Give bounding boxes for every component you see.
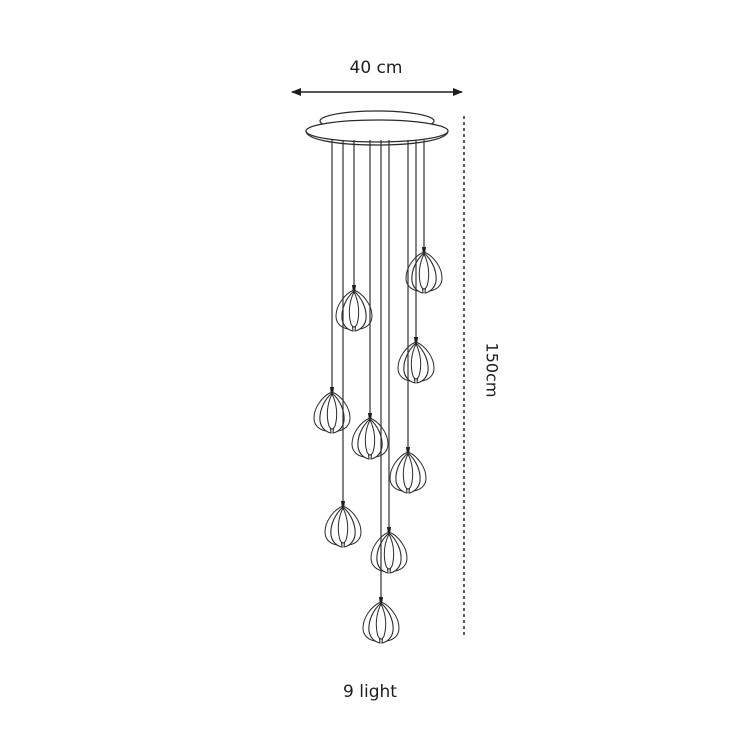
width-label: 40 cm (349, 58, 403, 78)
magnolia-pendant-icon (405, 246, 443, 294)
magnolia-pendant-icon (351, 412, 389, 460)
light-count-caption: 9 light (343, 682, 397, 702)
pendant-group (313, 140, 443, 644)
ceiling-canopy (305, 110, 449, 146)
magnolia-pendant-icon (335, 284, 373, 332)
magnolia-pendant-icon (389, 446, 427, 494)
magnolia-pendant-icon (324, 500, 362, 548)
magnolia-pendant-icon (313, 386, 351, 434)
height-label: 150cm (482, 342, 502, 398)
magnolia-pendant-icon (397, 336, 435, 384)
magnolia-pendant-icon (362, 596, 400, 644)
magnolia-pendant-icon (370, 526, 408, 574)
